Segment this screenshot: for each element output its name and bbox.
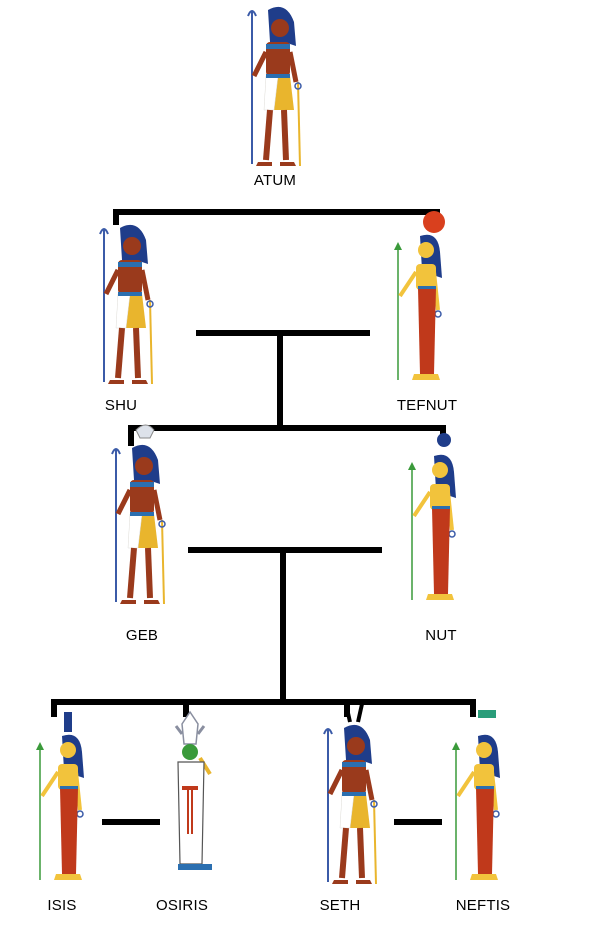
neftis-figure-icon [450,710,502,882]
osiris-label: OSIRIS [155,897,209,914]
osiris-figure-icon [174,710,214,872]
seth-figure-icon [324,703,377,884]
isis-figure-icon [34,712,86,882]
nut-figure-icon [406,433,458,602]
atum-label: ATUM [253,172,297,189]
geb-figure-icon [112,424,165,604]
geb-label: GEB [125,627,159,644]
nut-label: NUT [425,627,457,644]
neftis-label: NEFTIS [455,897,511,914]
shu-figure-icon [100,225,256,384]
geb-nut-children-connector [51,699,476,717]
shu-label: SHU [104,397,138,414]
tefnut-label: TEFNUT [396,397,458,414]
seth-label: SETH [319,897,361,914]
atum-figure-icon [248,7,301,166]
isis-label: ISIS [47,897,77,914]
tefnut-figure-icon [392,211,445,382]
shu-tefnut-children-connector [128,425,446,446]
atum-children-connector [113,209,440,225]
